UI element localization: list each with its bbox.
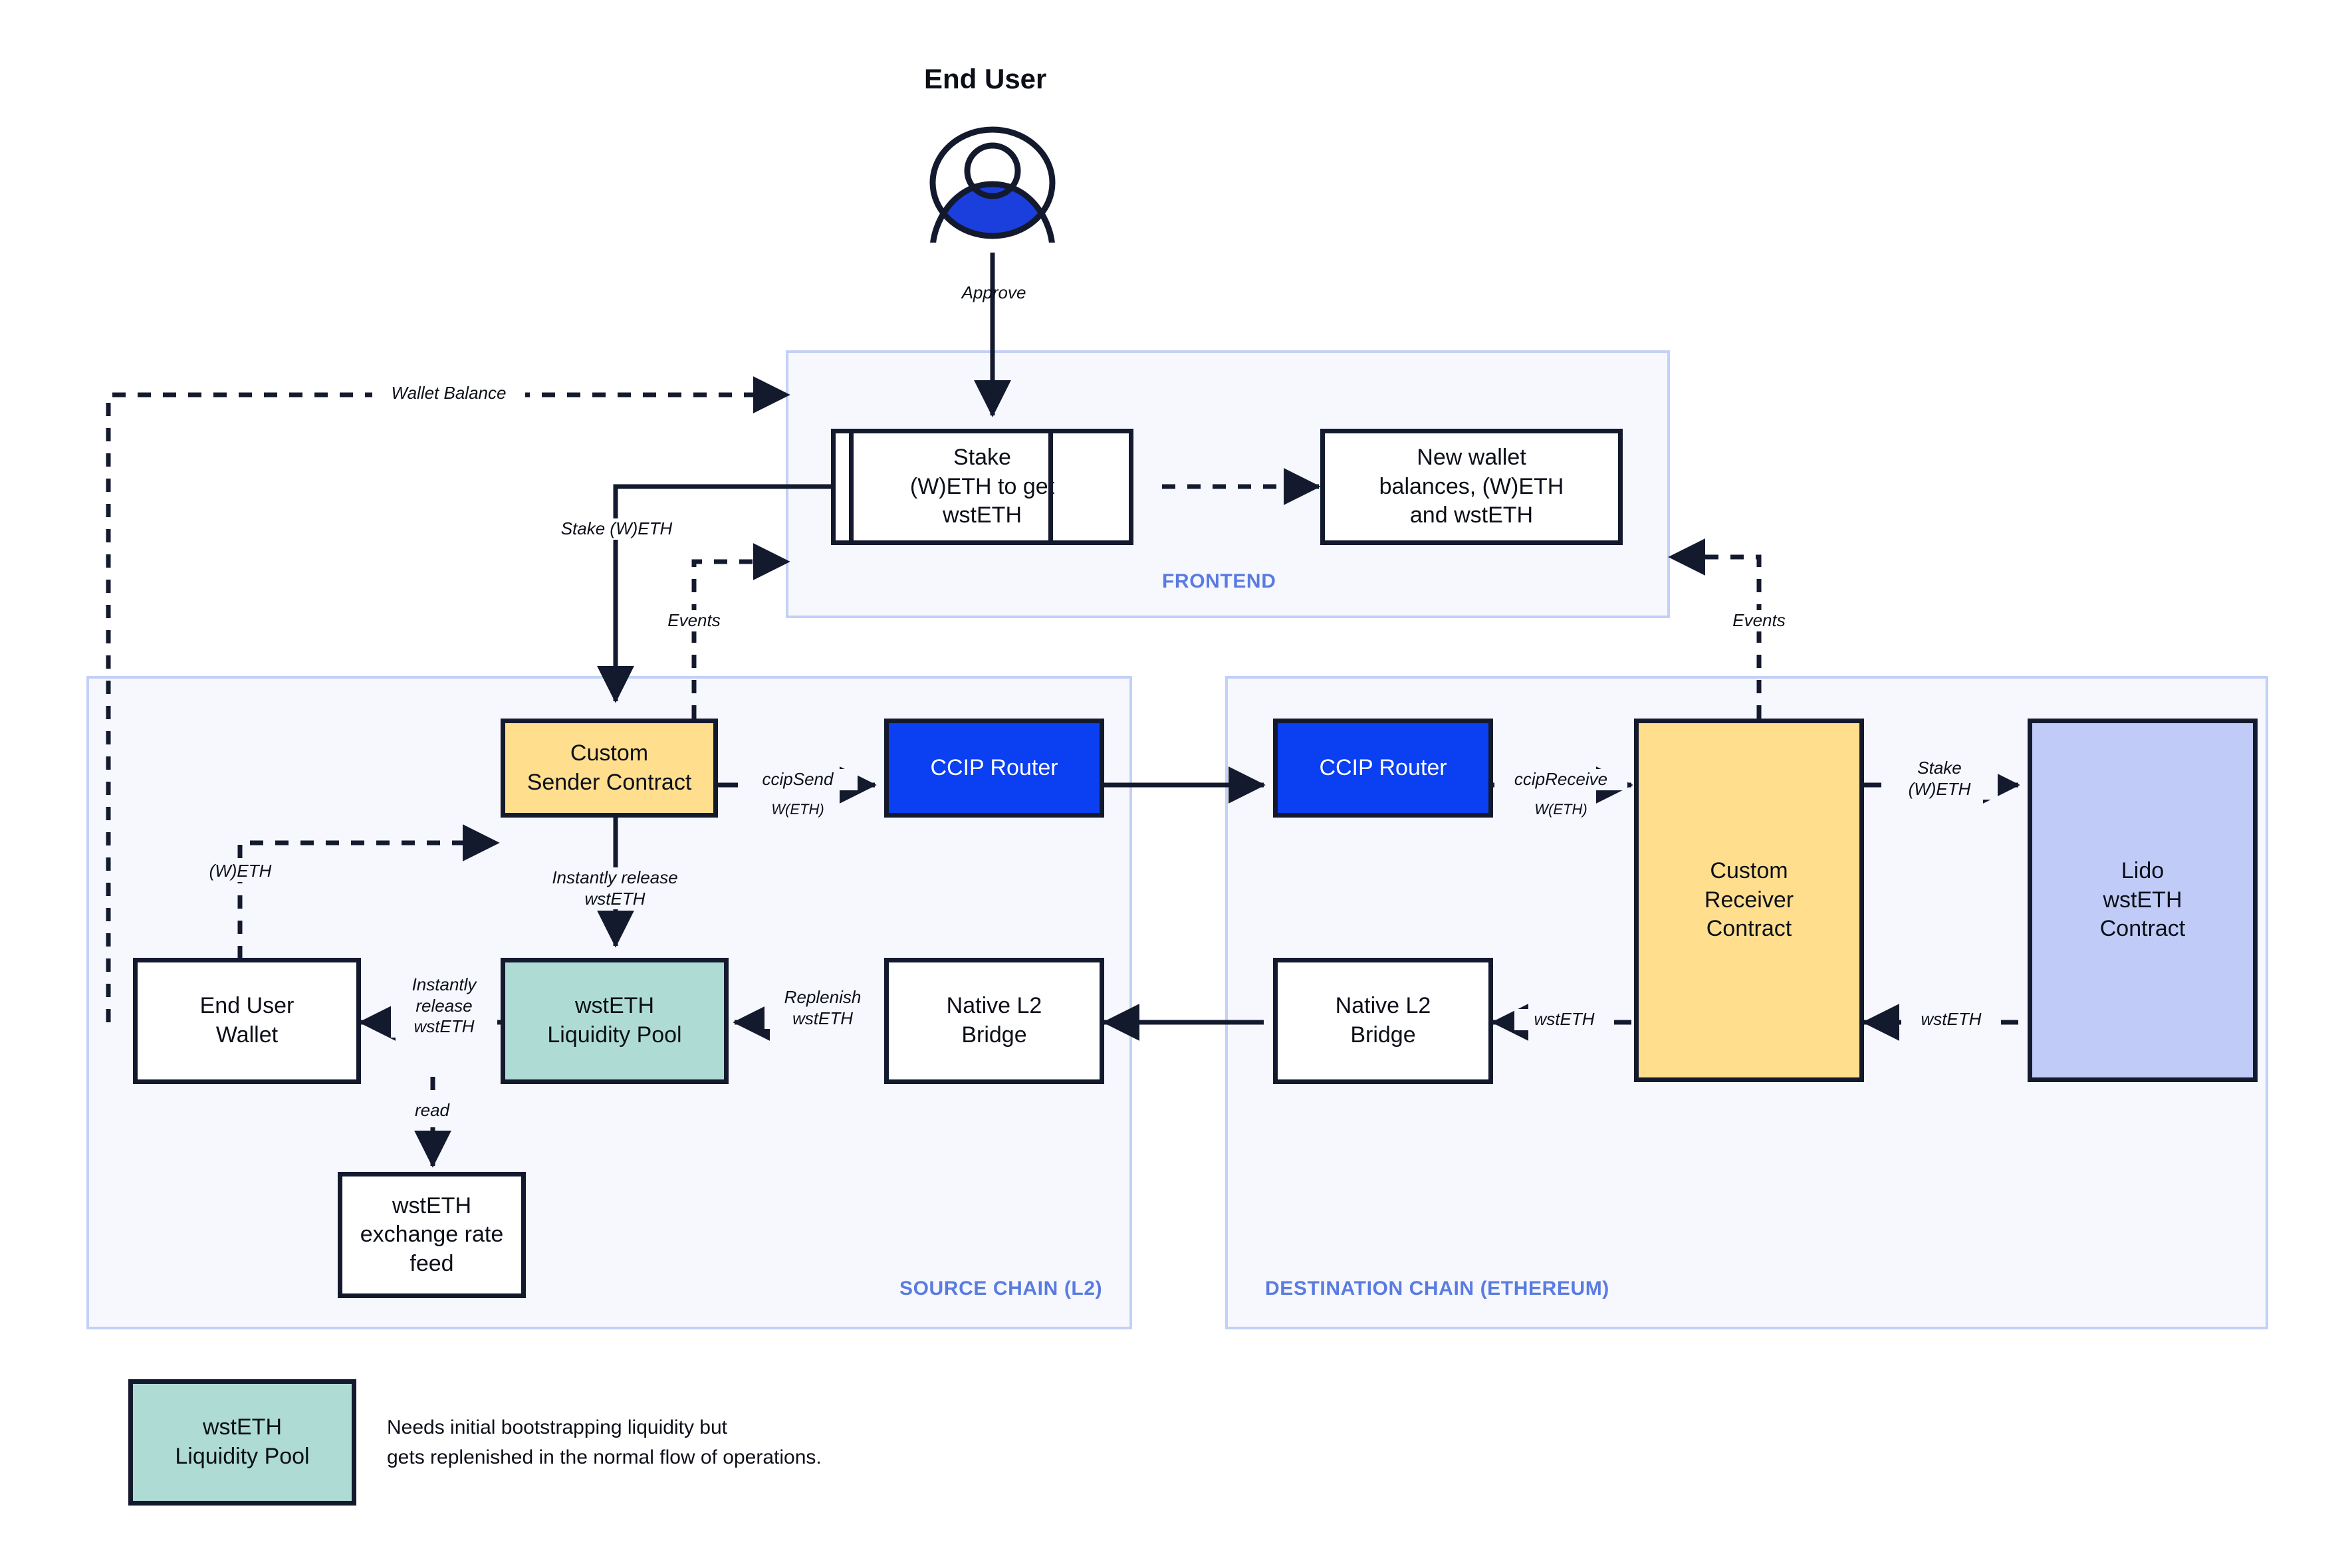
edge-label-read: read xyxy=(392,1100,472,1121)
node-end-user-wallet[interactable]: End User Wallet xyxy=(133,958,361,1084)
node-ccip-router-destination-label: CCIP Router xyxy=(1319,754,1447,780)
node-stake-form[interactable]: Stake (W)ETH to get wstETH xyxy=(831,429,1133,545)
edge-label-instantly-release-wallet: Instantly release wstETH xyxy=(391,974,497,1038)
edge-label-stake-weth: Stake (W)ETH xyxy=(545,518,688,540)
node-ccip-router-destination[interactable]: CCIP Router xyxy=(1273,719,1493,818)
node-wsteth-exchange-rate-feed-label: wstETH exchange rate feed xyxy=(360,1192,504,1276)
edge-label-events-right: Events xyxy=(1712,610,1806,631)
node-lido-wsteth-contract[interactable]: Lido wstETH Contract xyxy=(2028,719,2258,1082)
legend-swatch-label: wstETH Liquidity Pool xyxy=(175,1414,310,1469)
node-ccip-router-source[interactable]: CCIP Router xyxy=(884,719,1104,818)
edge-label-wallet-balance: Wallet Balance xyxy=(372,383,525,404)
page-title: End User xyxy=(924,63,1047,94)
edge-label-weth: (W)ETH xyxy=(189,861,292,882)
edge-label-ccip-receive: ccipReceive xyxy=(1494,769,1627,790)
edge-label-approve: Approve xyxy=(961,282,1026,302)
node-custom-sender-contract[interactable]: Custom Sender Contract xyxy=(501,719,718,818)
node-custom-sender-contract-label: Custom Sender Contract xyxy=(527,740,692,795)
node-new-balances-label: New wallet balances, (W)ETH and wstETH xyxy=(1379,445,1564,528)
edge-label-wsteth-lido: wstETH xyxy=(1901,1009,2001,1030)
node-custom-receiver-contract-label: Custom Receiver Contract xyxy=(1704,858,1794,942)
edge-label-ccip-send-sub: W(ETH) xyxy=(771,801,824,818)
edge-label-stake-weth-destination: Stake (W)ETH xyxy=(1881,758,1998,800)
edge-label-ccip-receive-sub: W(ETH) xyxy=(1534,801,1587,818)
node-ccip-router-source-label: CCIP Router xyxy=(930,754,1058,780)
node-wsteth-liquidity-pool[interactable]: wstETH Liquidity Pool xyxy=(501,958,729,1084)
edge-label-replenish: Replenish wstETH xyxy=(764,987,881,1030)
node-native-l2-bridge-destination-label: Native L2 Bridge xyxy=(1335,993,1431,1048)
legend-swatch-liquidity-pool: wstETH Liquidity Pool xyxy=(128,1379,356,1506)
node-wsteth-liquidity-pool-label: wstETH Liquidity Pool xyxy=(547,993,682,1048)
node-custom-receiver-contract[interactable]: Custom Receiver Contract xyxy=(1634,719,1864,1082)
node-native-l2-bridge-destination[interactable]: Native L2 Bridge xyxy=(1273,958,1493,1084)
edge-label-instantly-release-pool: Instantly release wstETH xyxy=(525,867,705,910)
edge-label-ccip-send: ccipSend xyxy=(738,769,858,790)
zone-frontend-label: FRONTEND xyxy=(1162,570,1276,592)
edge-label-events-left: Events xyxy=(647,610,741,631)
node-lido-wsteth-contract-label: Lido wstETH Contract xyxy=(2099,858,2186,942)
node-wsteth-exchange-rate-feed[interactable]: wstETH exchange rate feed xyxy=(338,1172,526,1298)
node-new-balances[interactable]: New wallet balances, (W)ETH and wstETH xyxy=(1320,429,1623,545)
zone-destination-chain-label: DESTINATION CHAIN (ETHEREUM) xyxy=(1265,1278,1609,1299)
zone-source-chain-label: SOURCE CHAIN (L2) xyxy=(899,1278,1103,1299)
node-native-l2-bridge-source-label: Native L2 Bridge xyxy=(946,993,1042,1048)
legend-note: Needs initial bootstrapping liquidity bu… xyxy=(387,1416,822,1468)
node-end-user-wallet-label: End User Wallet xyxy=(199,993,294,1048)
node-stake-form-label: Stake (W)ETH to get wstETH xyxy=(909,445,1055,528)
node-native-l2-bridge-source[interactable]: Native L2 Bridge xyxy=(884,958,1104,1084)
user-avatar-icon xyxy=(929,126,1056,243)
edge-label-wsteth-bridge: wstETH xyxy=(1514,1009,1614,1030)
